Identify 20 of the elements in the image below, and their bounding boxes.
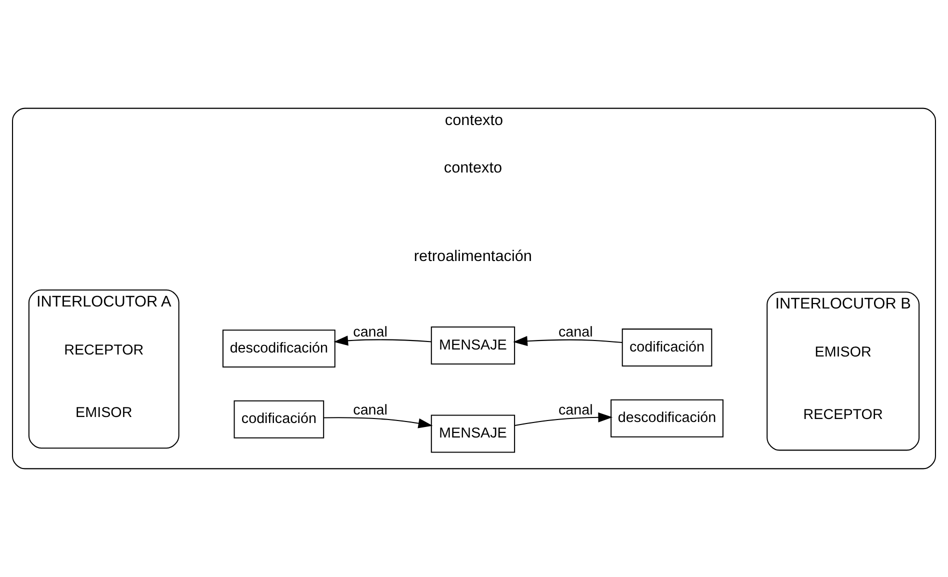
arrow — [514, 412, 613, 426]
node-box: codificación — [622, 328, 712, 367]
node-text: RECEPTOR — [803, 407, 883, 424]
node-text: EMISOR — [814, 344, 872, 360]
edge-label: canal — [353, 324, 388, 340]
arrow — [324, 417, 433, 428]
label: retroalimentación — [414, 248, 532, 265]
arrow — [513, 336, 622, 346]
node-box: MENSAJE — [430, 326, 516, 364]
node-text: RECEPTOR — [64, 342, 144, 358]
node-box: descodificación — [222, 330, 336, 368]
node-text: EMISOR — [76, 405, 132, 422]
node-box: MENSAJE — [430, 414, 516, 453]
node-box: codificación — [234, 400, 324, 438]
node-box: descodificación — [610, 399, 724, 438]
edge-label: canal — [558, 324, 593, 340]
edge-label: canal — [558, 402, 593, 418]
arrow — [334, 336, 432, 346]
edge-label: canal — [353, 402, 388, 418]
label: contexto — [444, 159, 502, 176]
